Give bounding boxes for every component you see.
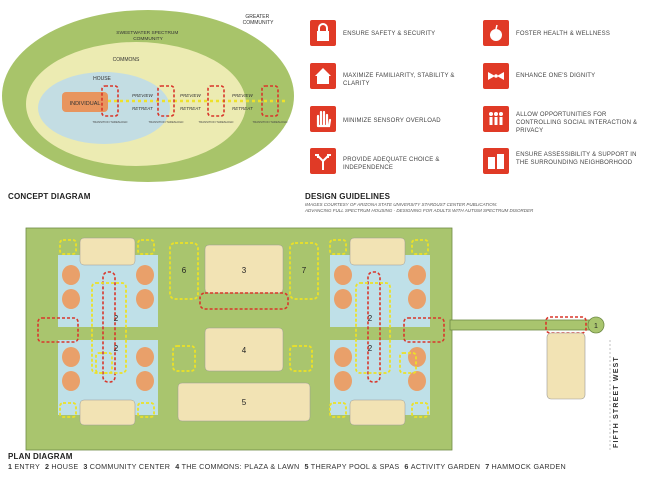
- house-number-left-1: 2: [114, 314, 119, 323]
- legend-label: THE COMMONS: PLAZA & LAWN: [181, 462, 300, 471]
- guideline-text-7: ALLOW OPPORTUNITIES FOR CONTROLLING SOCI…: [516, 112, 638, 134]
- flow-label-preview: PREVIEW: [180, 93, 202, 98]
- guideline-text-6: ENHANCE ONE'S DIGNITY: [516, 73, 596, 79]
- legend-label: HAMMOCK GARDEN: [491, 462, 566, 471]
- flow-label-preview: PREVIEW: [132, 93, 154, 98]
- activity-garden-dash: [169, 242, 199, 300]
- fifth-street-west-label: FIFTH STREET WEST: [609, 340, 621, 450]
- guideline-text-1: ENSURE SAFETY & SECURITY: [343, 31, 436, 37]
- entry-number: 1: [594, 323, 598, 330]
- bow-tie-icon: [483, 63, 509, 89]
- guideline-text-2: MAXIMIZE FAMILIARITY, STABILITY & CLARIT…: [343, 73, 455, 87]
- activity-garden-number: 6: [182, 266, 187, 275]
- apple-icon: [483, 20, 509, 46]
- legend-number: 7: [485, 462, 490, 471]
- legend-label: ACTIVITY GARDEN: [410, 462, 481, 471]
- commons-yellow-right: [289, 345, 313, 372]
- credit-line-1: IMAGES COURTESY OF ARIZONA STATE UNIVERS…: [305, 202, 498, 207]
- legend-number: 2: [45, 462, 50, 471]
- svg-text:FIFTH STREET WEST: FIFTH STREET WEST: [613, 356, 620, 448]
- flow-label-preview: PREVIEW: [232, 93, 254, 98]
- threshold-labels: TRANSITION THRESHOLD TRANSITION THRESHOL…: [93, 120, 288, 124]
- sweetwater-label: SWEETWATER SPECTRUM COMMUNITY: [116, 30, 179, 42]
- therapy-pool: [177, 382, 311, 422]
- flow-label-retreat: RETREAT: [132, 106, 154, 111]
- plan-diagram-title: PLAN DIAGRAM: [8, 452, 73, 461]
- fork-arrow-icon: [310, 148, 336, 174]
- flow-labels: PREVIEW RETREAT PREVIEW RETREAT PREVIEW …: [132, 93, 254, 111]
- threshold-1: [101, 85, 119, 117]
- house-number-left-2: 2: [114, 344, 119, 353]
- threshold-label: TRANSITION THRESHOLD: [149, 120, 184, 124]
- therapy-pool-number: 5: [242, 398, 247, 407]
- threshold-label: TRANSITION THRESHOLD: [253, 120, 288, 124]
- threshold-3: [207, 85, 225, 117]
- entry-dash: [545, 316, 587, 334]
- guideline-text-5: FOSTER HEALTH & WELLNESS: [516, 31, 611, 37]
- legend-label: COMMUNITY CENTER: [89, 462, 171, 471]
- house-label: HOUSE: [93, 76, 111, 82]
- concept-diagram: INDIVIDUAL HOUSE COMMONS SWEETWATER SPEC…: [2, 10, 294, 182]
- design-guidelines-title: DESIGN GUIDELINES: [305, 192, 391, 201]
- threshold-4: [261, 85, 279, 117]
- hammock-garden-number: 7: [302, 266, 307, 275]
- commons-number: 4: [242, 346, 247, 355]
- legend-label: ENTRY: [14, 462, 41, 471]
- flow-label-retreat: RETREAT: [180, 106, 202, 111]
- commons-label: COMMONS: [113, 57, 140, 63]
- individual-label: INDIVIDUAL: [70, 101, 101, 107]
- guideline-text-3: MINIMIZE SENSORY OVERLOAD: [343, 118, 441, 124]
- legend-label: THERAPY POOL & SPAS: [310, 462, 400, 471]
- individual-box: [62, 92, 108, 112]
- commons-plaza: [204, 327, 284, 372]
- lock-icon: [310, 20, 336, 46]
- community-center: [204, 244, 284, 294]
- legend-number: 3: [83, 462, 88, 471]
- credit-line-2: ADVANCING FULL SPECTRUM HOUSING - DESIGN…: [305, 208, 534, 213]
- legend-label: HOUSE: [51, 462, 79, 471]
- guideline-text-8: ENSURE ASSESSIBILITY & SUPPORT IN THE SU…: [516, 152, 637, 166]
- house-icon: [310, 63, 336, 89]
- flow-label-retreat: RETREAT: [232, 106, 254, 111]
- greater-community-label: GREATER COMMUNITY: [243, 14, 274, 26]
- entry-path: [449, 319, 599, 331]
- commons-yellow-left: [172, 345, 196, 372]
- legend-number: 5: [304, 462, 309, 471]
- house-number-right-1: 2: [368, 314, 373, 323]
- house-cluster-left: [37, 237, 158, 426]
- hand-icon: [310, 106, 336, 132]
- entry-building: [546, 332, 586, 400]
- house-number-right-2: 2: [368, 344, 373, 353]
- legend-number: 1: [8, 462, 13, 471]
- buildings-icon: [483, 148, 509, 174]
- legend-number: 4: [175, 462, 180, 471]
- threshold-2: [157, 85, 175, 117]
- concept-diagram-title: CONCEPT DIAGRAM: [8, 192, 91, 201]
- threshold-label: TRANSITION THRESHOLD: [93, 120, 128, 124]
- people-icon: [483, 106, 509, 132]
- hammock-garden-dash: [289, 242, 319, 300]
- community-center-number: 3: [242, 266, 247, 275]
- plan-diagram: 1 2 2: [25, 227, 605, 451]
- guideline-text-4: PROVIDE ADEQUATE CHOICE & INDEPENDENCE: [343, 157, 440, 171]
- legend-number: 6: [404, 462, 409, 471]
- entry-node: [587, 316, 605, 334]
- center-red-dash: [199, 292, 289, 310]
- threshold-label: TRANSITION THRESHOLD: [199, 120, 234, 124]
- house-cluster-right: [329, 237, 445, 426]
